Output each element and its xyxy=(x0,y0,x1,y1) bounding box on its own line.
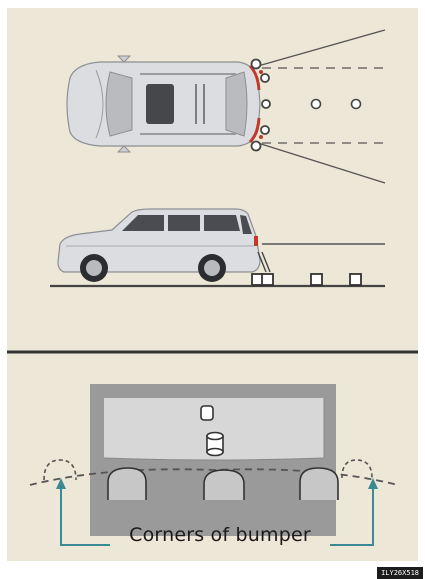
object-markers-top xyxy=(312,100,361,109)
range-boundary-upper xyxy=(258,30,385,66)
ground-obstacles xyxy=(252,274,361,285)
top-view-section xyxy=(67,30,385,183)
obstacle-box xyxy=(350,274,361,285)
detection-range-lines xyxy=(258,30,385,183)
corners-of-bumper-caption: Corners of bumper xyxy=(110,524,330,546)
obstacle-box xyxy=(262,274,273,285)
far-object xyxy=(201,406,213,420)
mid-object xyxy=(207,433,223,456)
sensor-center xyxy=(262,100,270,108)
top-view-vehicle-icon xyxy=(67,56,260,152)
sunroof xyxy=(146,84,174,124)
figure-code: ILY26X518 xyxy=(377,567,423,579)
sensor-lower xyxy=(261,126,269,134)
range-boundary-lower xyxy=(258,143,385,183)
sensor-corner-lower xyxy=(252,142,261,151)
sensor-corner-upper xyxy=(252,60,261,69)
side-view-section xyxy=(50,209,385,286)
object-marker xyxy=(352,100,361,109)
obstacle-box xyxy=(311,274,322,285)
near-objects xyxy=(108,468,338,500)
object-marker xyxy=(312,100,321,109)
side-view-vehicle-icon xyxy=(58,209,260,282)
sensor-upper xyxy=(261,74,269,82)
camera-view-section xyxy=(30,384,398,545)
